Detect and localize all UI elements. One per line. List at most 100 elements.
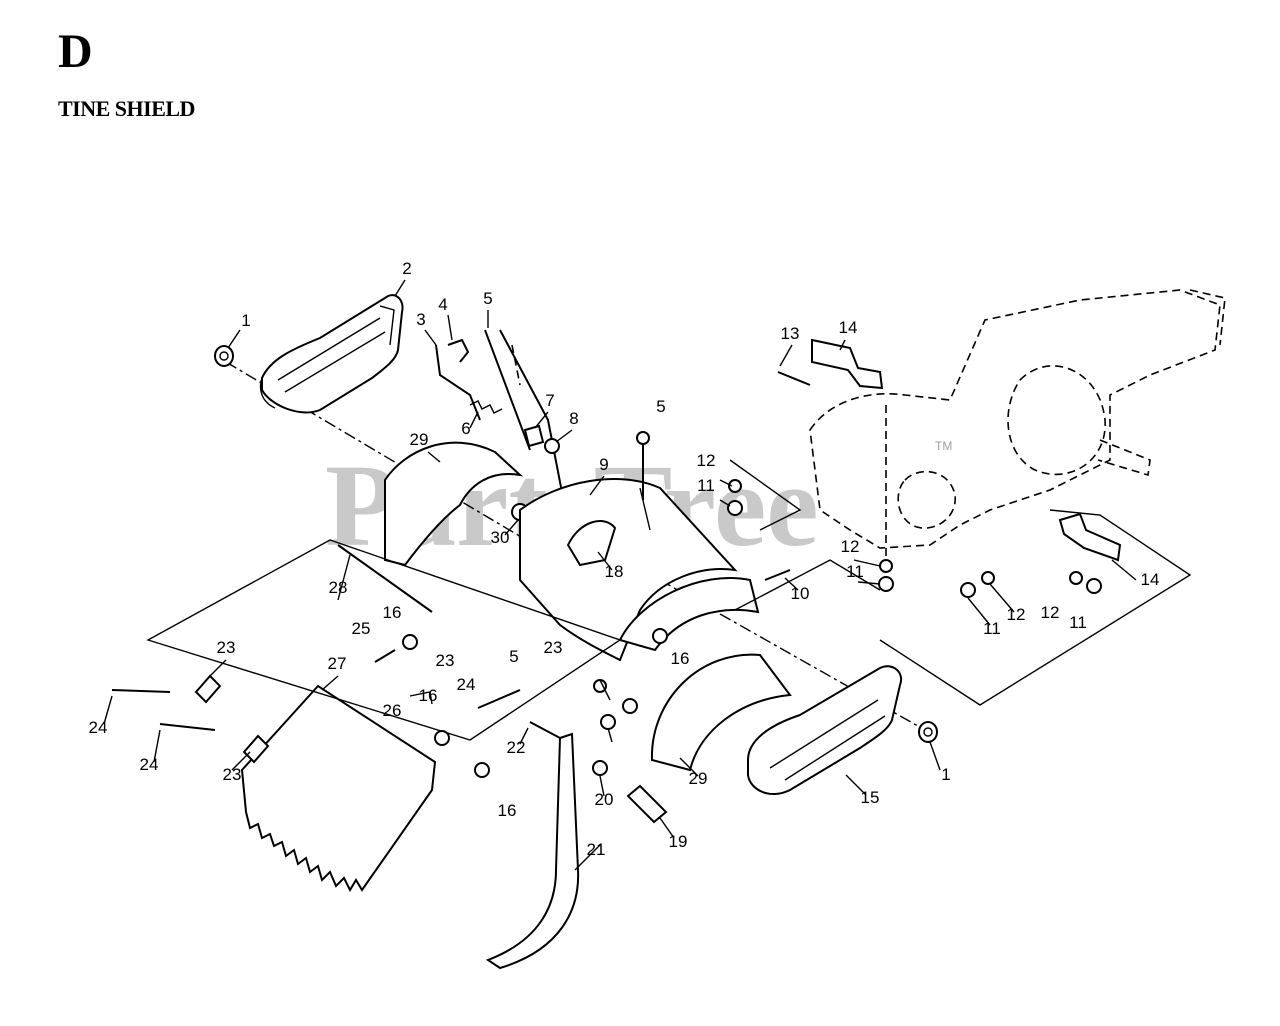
part-24-bolt-b xyxy=(159,723,216,731)
part-16-nut-c xyxy=(474,762,490,778)
part-11-nut-e xyxy=(960,582,976,598)
part-22-bolt xyxy=(529,721,561,739)
part-14-bracket-top xyxy=(811,338,884,390)
callout: 28 xyxy=(329,578,348,597)
part-14-bracket-right xyxy=(1058,512,1122,562)
part-26-clip xyxy=(409,691,433,705)
callout: 12 xyxy=(697,451,716,470)
callout: 4 xyxy=(438,295,447,314)
callout: 25 xyxy=(352,619,371,638)
callout: 27 xyxy=(328,654,347,673)
part-16-nut-a xyxy=(402,634,418,650)
callout: 7 xyxy=(545,391,554,410)
callout: 10 xyxy=(791,584,810,603)
callout: 14 xyxy=(1141,570,1160,589)
callout: 11 xyxy=(846,562,864,581)
callout: 5 xyxy=(656,397,665,416)
part-12-washer-e xyxy=(1069,571,1083,585)
callout: 23 xyxy=(217,638,236,657)
mounting-plane xyxy=(146,539,622,741)
leader-lines xyxy=(103,279,1137,871)
callout: 12 xyxy=(1007,605,1026,624)
part-18-handle xyxy=(566,520,617,567)
callout: 15 xyxy=(861,788,880,807)
callout: 29 xyxy=(689,769,708,788)
callout: 11 xyxy=(1069,613,1087,632)
part-12-washer-b xyxy=(728,479,742,493)
callout: 24 xyxy=(140,755,159,774)
callout: 24 xyxy=(89,718,108,737)
callout: 1 xyxy=(241,311,250,330)
part-19-spacer xyxy=(626,784,668,824)
frame-hub xyxy=(1007,365,1106,476)
callout: 11 xyxy=(983,619,1001,638)
callout: 23 xyxy=(223,765,242,784)
callout: 12 xyxy=(1041,603,1060,622)
callout: 13 xyxy=(781,324,800,343)
callout: 1 xyxy=(941,765,950,784)
part-11-nut-c xyxy=(727,500,743,516)
part-16-nut-b xyxy=(434,730,450,746)
part-21-depth-bar xyxy=(485,732,580,970)
part-5-bolt-a xyxy=(484,329,531,451)
part-25-pin xyxy=(374,649,396,663)
part-1-nut-right xyxy=(918,721,938,743)
part-2-side-plate xyxy=(259,294,404,414)
callout: 3 xyxy=(416,310,425,329)
callout: 16 xyxy=(498,801,517,820)
part-12-washer-a xyxy=(593,679,607,693)
part-3-link xyxy=(435,344,481,421)
callout: 11 xyxy=(697,476,715,495)
part-1-nut-left xyxy=(214,345,234,367)
part-29-shield-right xyxy=(650,653,792,772)
frame-shaft xyxy=(1097,439,1151,477)
part-15-side-plate xyxy=(747,665,903,795)
callout: 24 xyxy=(457,675,476,694)
part-11-nut-f xyxy=(1086,578,1102,594)
part-7-bracket xyxy=(523,424,545,448)
part-9-hood xyxy=(519,478,738,662)
callout: 12 xyxy=(841,537,860,556)
callout: 16 xyxy=(419,686,438,705)
callout: 5 xyxy=(509,647,518,666)
part-27-flap xyxy=(240,684,437,893)
frame-outline xyxy=(809,289,1221,549)
callout: 26 xyxy=(383,701,402,720)
part-23-bracket-b xyxy=(242,734,270,764)
callout: 6 xyxy=(461,419,470,438)
callout: 14 xyxy=(839,318,858,337)
callout: 16 xyxy=(383,603,402,622)
part-13-bolt xyxy=(777,371,811,386)
part-10-bolt xyxy=(764,569,791,581)
part-12-washer-d xyxy=(981,571,995,585)
part-23-bracket-a xyxy=(194,674,222,704)
callout: 8 xyxy=(569,409,578,428)
frame-bearing xyxy=(897,470,956,529)
part-28-rod xyxy=(337,544,433,613)
part-8-nut xyxy=(544,438,560,454)
section-title: TINE SHIELD xyxy=(58,96,195,121)
section-letter: D xyxy=(58,25,93,78)
part-24-bolt-c xyxy=(477,689,521,709)
part-4-clip xyxy=(447,338,470,363)
part-11-nut-d xyxy=(878,576,894,592)
part-20-nut xyxy=(592,760,608,776)
callout: 23 xyxy=(544,638,563,657)
part-11-nut-a xyxy=(600,714,616,730)
callout: 20 xyxy=(595,790,614,809)
callout: 30 xyxy=(491,528,510,547)
part-12-washer-c xyxy=(879,559,893,573)
part-29-shield-left xyxy=(384,441,524,567)
right-plane xyxy=(879,509,1192,706)
part-11-nut-b xyxy=(622,698,638,714)
callout: 23 xyxy=(436,651,455,670)
small-plane xyxy=(729,459,802,531)
callout-29-left: 29 xyxy=(410,430,429,449)
callout: 16 xyxy=(671,649,690,668)
callout: 2 xyxy=(402,259,411,278)
callout: 22 xyxy=(507,738,526,757)
callout: 5 xyxy=(483,289,492,308)
part-6-spring xyxy=(469,400,503,414)
